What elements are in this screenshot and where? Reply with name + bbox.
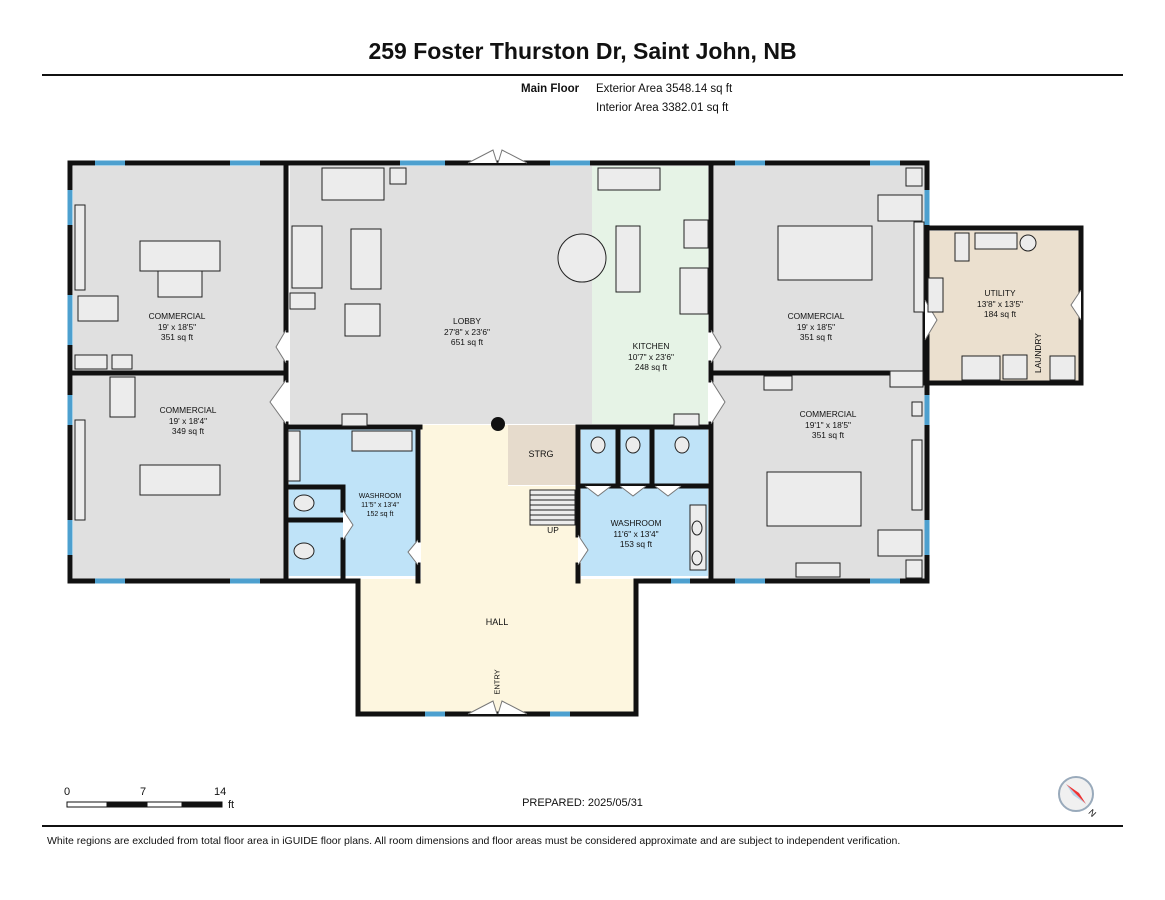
walls <box>67 160 1084 717</box>
compass-icon <box>1058 776 1094 812</box>
page-title: 259 Foster Thurston Dr, Saint John, NB <box>368 38 797 64</box>
exterior-area: Exterior Area 3548.14 sq ft <box>596 83 733 95</box>
room-lobby <box>290 166 592 424</box>
header-rule <box>42 74 1123 76</box>
scale-mark-0: 0 <box>64 786 71 798</box>
label-storage: STRG <box>528 449 554 459</box>
room-storage <box>508 425 578 485</box>
floor-label: Main Floor <box>521 83 580 95</box>
scale-bar <box>66 801 223 808</box>
windows <box>67 160 930 717</box>
prepared-date: PREPARED: 2025/05/31 <box>522 797 643 809</box>
interior-area: Interior Area 3382.01 sq ft <box>596 102 729 114</box>
label-hall: HALL <box>485 617 509 627</box>
room-washroom-e <box>581 429 708 576</box>
label-stairs-up: UP <box>547 525 559 535</box>
door-swings <box>269 149 1082 715</box>
label-entry: ENTRY <box>492 669 502 695</box>
fixtures <box>74 167 1076 579</box>
label-laundry: LAUNDRY <box>1032 333 1043 373</box>
scale-mark-14: 14 <box>214 786 227 798</box>
scale-unit: ft <box>228 799 235 811</box>
footer-disclaimer: White regions are excluded from total fl… <box>47 835 901 847</box>
camera-marker <box>491 417 505 431</box>
stair-treads <box>530 494 575 521</box>
scale-mark-7: 7 <box>140 786 147 798</box>
